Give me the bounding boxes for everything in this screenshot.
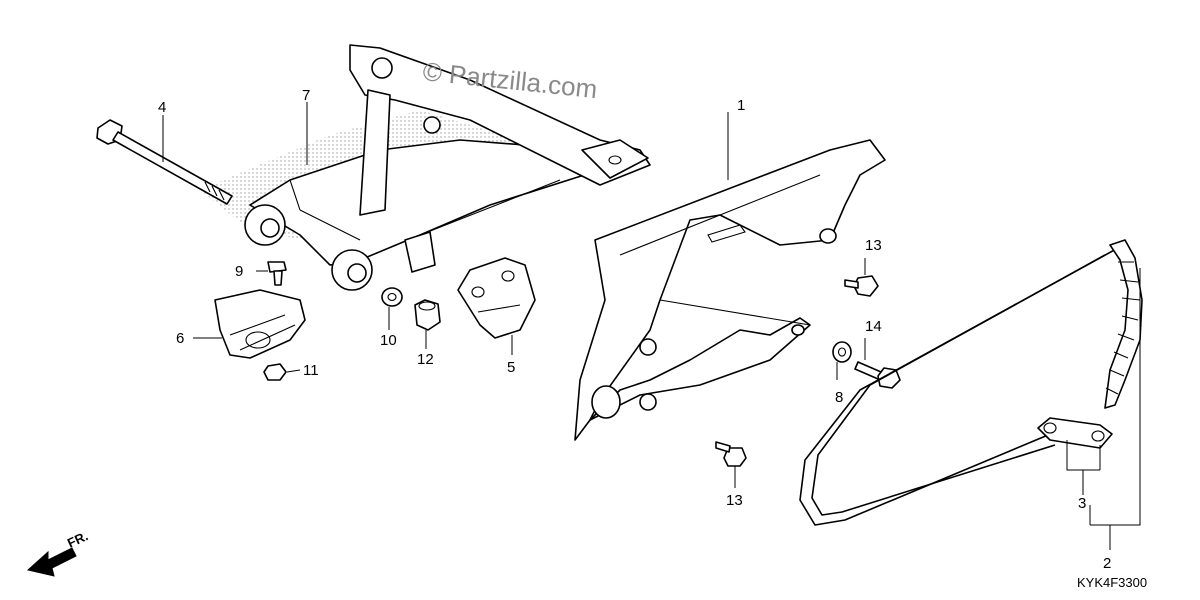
callout-5[interactable]: 5: [507, 359, 515, 376]
callout-10[interactable]: 10: [380, 332, 397, 349]
callout-3[interactable]: 3: [1078, 495, 1086, 512]
callout-2[interactable]: 2: [1103, 555, 1111, 572]
callout-7[interactable]: 7: [302, 87, 310, 104]
pivot-bolt-part[interactable]: [96, 119, 233, 205]
bolt-part-13-upper[interactable]: [844, 275, 879, 297]
callout-6[interactable]: 6: [176, 330, 184, 347]
bolt-part-9[interactable]: [267, 261, 287, 286]
callout-13-upper[interactable]: 13: [865, 237, 882, 254]
nut-part-12[interactable]: [414, 299, 441, 331]
bolt-part-13-lower[interactable]: [715, 441, 747, 467]
bracket-part-5[interactable]: [457, 257, 536, 339]
master-link-part[interactable]: [1037, 417, 1113, 449]
callout-11[interactable]: 11: [303, 362, 319, 379]
nut-part-11[interactable]: [263, 363, 287, 381]
callout-12[interactable]: 12: [417, 351, 434, 368]
callout-9[interactable]: 9: [235, 263, 243, 280]
callout-8[interactable]: 8: [835, 389, 843, 406]
swingarm-part[interactable]: [244, 44, 651, 291]
callout-4[interactable]: 4: [158, 99, 166, 116]
callout-13-lower[interactable]: 13: [726, 492, 743, 509]
callout-14[interactable]: 14: [865, 318, 882, 335]
bolt-part-14[interactable]: [854, 361, 901, 389]
front-direction-label: FR.: [65, 528, 90, 550]
diagram-code: KYK4F3300: [1077, 575, 1147, 590]
front-direction-arrow: FR.: [26, 528, 90, 577]
callout-leaders: [162, 102, 1141, 550]
callout-1[interactable]: 1: [737, 97, 745, 114]
washer-part-10[interactable]: [381, 287, 403, 307]
chain-slider-part[interactable]: [214, 289, 306, 359]
drive-chain-part[interactable]: [799, 239, 1143, 526]
washer-part-8[interactable]: [832, 341, 852, 363]
chain-case-part[interactable]: [574, 139, 886, 441]
